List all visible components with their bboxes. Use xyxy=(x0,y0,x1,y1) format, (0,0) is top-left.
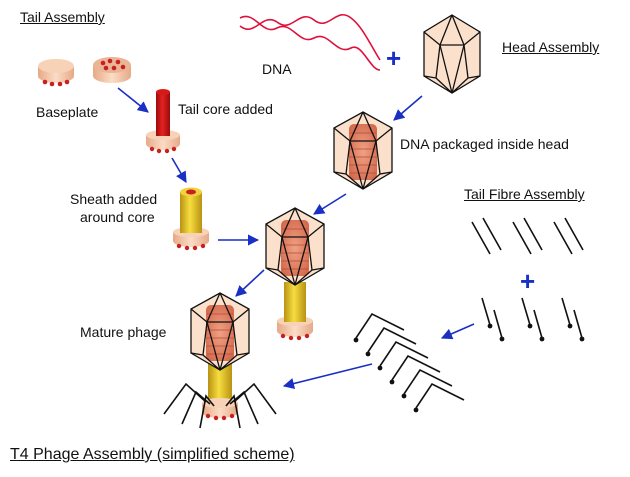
plus-sign-fibre: + xyxy=(520,266,536,296)
plus-sign-head: + xyxy=(386,43,402,73)
figure-caption: T4 Phage Assembly (simplified scheme) xyxy=(10,446,295,463)
arrow-packaged-to-assembly xyxy=(313,193,347,215)
dna-strand-icon xyxy=(239,14,381,71)
assembled-tail-fibres-icon xyxy=(353,312,465,413)
tail-fibre-segments-icon xyxy=(471,217,584,255)
tail-fibre-knobbed-icon xyxy=(481,297,585,342)
arrow-head-to-packaged xyxy=(393,95,423,121)
arrow-fibres-to-assembled xyxy=(440,323,475,340)
sheath-tail-icon xyxy=(173,187,209,251)
flow-arrows xyxy=(117,87,475,389)
tail-core-icon xyxy=(146,89,180,154)
sheath-added-label-line2: around core xyxy=(80,209,155,225)
empty-head-icon xyxy=(423,14,481,94)
dna-packaged-label: DNA packaged inside head xyxy=(400,136,569,152)
mature-phage-label: Mature phage xyxy=(80,324,167,340)
arrow-baseplate-to-core xyxy=(117,87,149,113)
arrow-core-to-sheath xyxy=(171,157,187,183)
mature-phage-icon xyxy=(163,292,277,429)
arrow-assembled-to-mature xyxy=(282,363,373,389)
tail-core-added-label: Tail core added xyxy=(178,101,273,117)
sheath-added-label-line1: Sheath added xyxy=(70,191,158,207)
tail-assembly-heading: Tail Assembly xyxy=(20,9,105,25)
baseplate-top-icon xyxy=(93,57,131,83)
baseplate-icon xyxy=(38,59,74,87)
baseplate-label: Baseplate xyxy=(36,104,99,120)
dna-filled-head-icon xyxy=(333,111,393,190)
head-assembly-heading: Head Assembly xyxy=(502,39,600,55)
head-tail-assembly-icon xyxy=(265,207,325,341)
dna-label: DNA xyxy=(262,61,292,77)
arrow-assembly-to-mature xyxy=(235,269,265,297)
tail-fibre-assembly-heading: Tail Fibre Assembly xyxy=(464,186,585,202)
